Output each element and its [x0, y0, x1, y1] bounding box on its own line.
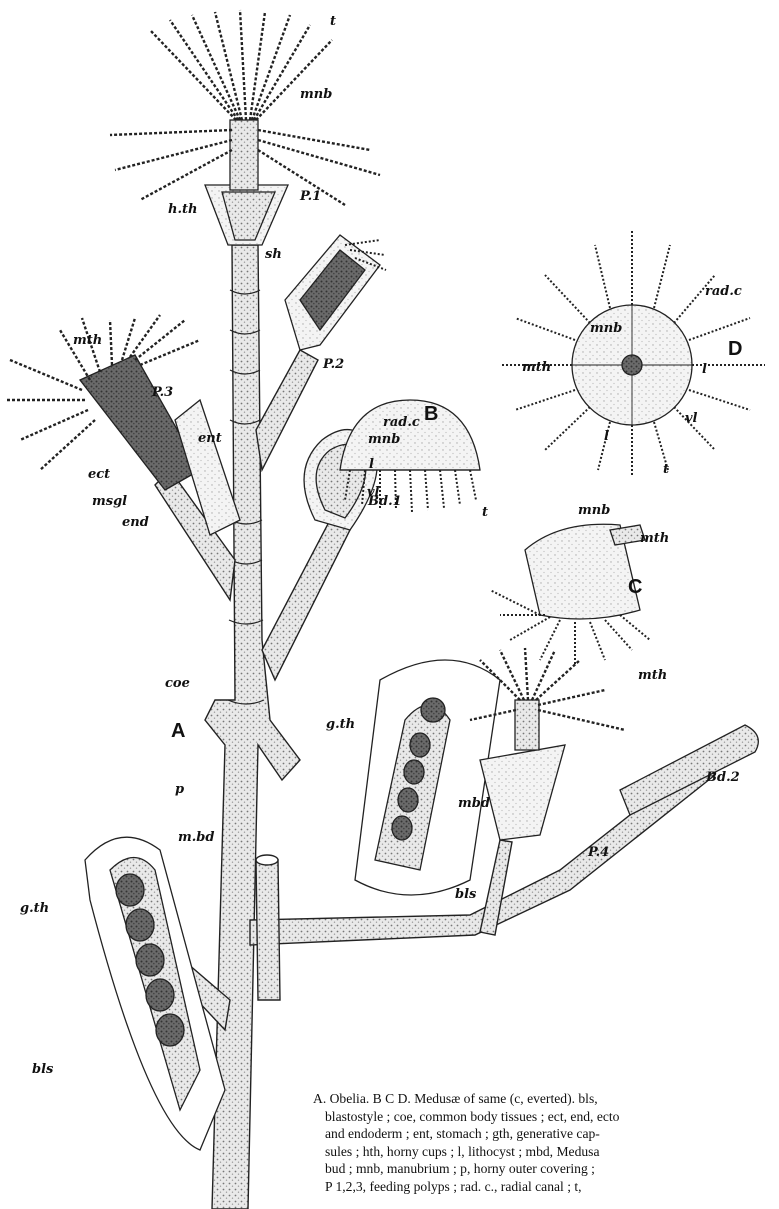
gonotheca-middle: [355, 660, 500, 895]
label-p4: P.4: [587, 845, 609, 860]
label-d-mth: mth: [522, 360, 551, 375]
label-d-mnb: mnb: [590, 321, 622, 336]
label-bd2: Bd.2: [705, 770, 740, 785]
label-d-vl: vl: [685, 411, 698, 426]
label-t-top: t: [330, 14, 336, 29]
label-d-l1: l: [702, 362, 707, 377]
label-mbd: mbd: [458, 796, 490, 811]
caption-line: A. Obelia. B C D. Medusæ of same (c, eve…: [325, 1090, 773, 1108]
label-b-l: l: [369, 457, 374, 472]
label-c-mth: mth: [640, 531, 669, 546]
caption-line: bud ; mnb, manubrium ; p, horny outer co…: [325, 1160, 773, 1178]
label-msgl: msgl: [92, 494, 127, 509]
label-mnb-top: mnb: [300, 87, 332, 102]
label-p2: P.2: [322, 357, 344, 372]
label-b-t: t: [482, 505, 488, 520]
panel-label-b: B: [424, 403, 438, 425]
label-d-l2: l: [604, 429, 609, 444]
caption-line: and endoderm ; ent, stomach ; gth, gener…: [325, 1125, 773, 1143]
caption-line: blastostyle ; coe, common body tissues ;…: [325, 1108, 773, 1126]
figure-caption: A. Obelia. B C D. Medusæ of same (c, eve…: [325, 1090, 773, 1195]
medusa-c: [490, 524, 650, 665]
label-gth-mid: g.th: [326, 717, 355, 732]
label-mth-right: mth: [638, 668, 667, 683]
caption-line: sules ; hth, horny cups ; l, lithocyst ;…: [325, 1143, 773, 1161]
label-ent: ent: [198, 431, 222, 446]
label-d-radc: rad.c: [705, 284, 742, 299]
label-mbd-left: m.bd: [178, 830, 214, 845]
label-ect: ect: [88, 467, 110, 482]
label-b-vl: vl: [367, 485, 380, 500]
label-p: p: [175, 782, 184, 797]
medusa-d: [500, 230, 765, 475]
label-sh: sh: [265, 247, 282, 262]
label-bls-mid: bls: [455, 887, 477, 902]
polyp-p1: [110, 10, 380, 245]
label-mth-left: mth: [73, 333, 102, 348]
panel-label-d: D: [728, 338, 742, 360]
label-p1: P.1: [299, 189, 321, 204]
label-c-mnb: mnb: [578, 503, 610, 518]
label-p3: P.3: [151, 385, 173, 400]
caption-line: P 1,2,3, feeding polyps ; rad. c., radia…: [325, 1178, 773, 1196]
label-hth-top: h.th: [168, 202, 197, 217]
label-bls-left: bls: [32, 1062, 54, 1077]
polyp-p2: [285, 235, 386, 350]
label-d-t: t: [663, 462, 669, 477]
panel-label-c: C: [628, 576, 642, 598]
label-b-radc: rad.c: [383, 415, 420, 430]
label-gth-left: g.th: [20, 901, 49, 916]
panel-label-a: A: [171, 720, 185, 742]
label-coe: coe: [165, 676, 190, 691]
label-b-mnb: mnb: [368, 432, 400, 447]
label-end: end: [122, 515, 149, 530]
